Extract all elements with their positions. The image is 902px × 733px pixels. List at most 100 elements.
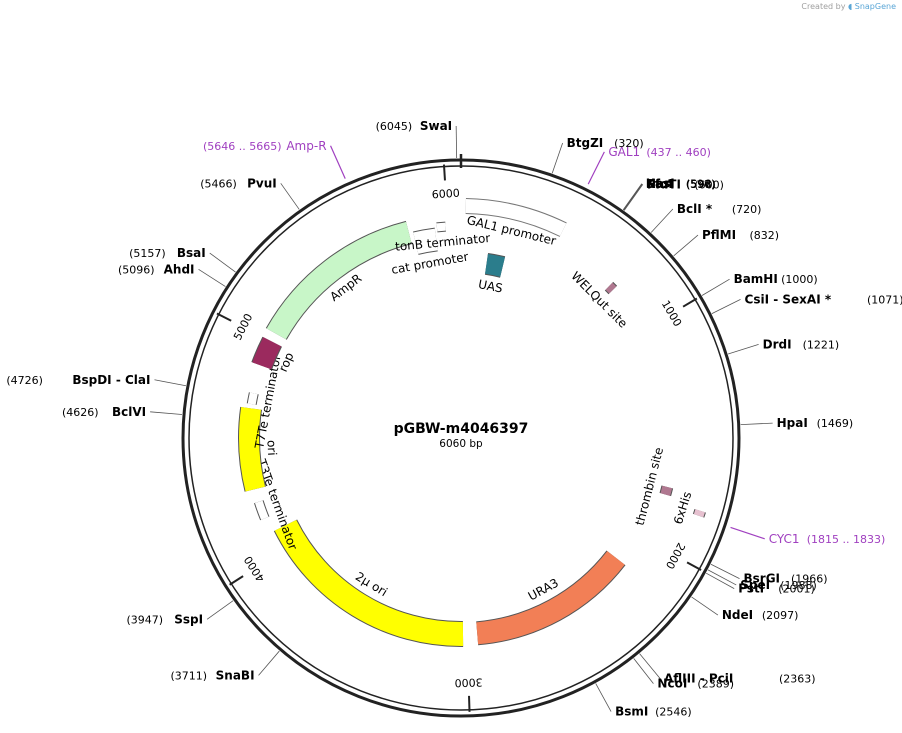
feature-ori[interactable]: ori — [238, 406, 279, 492]
restriction-site[interactable]: BtgZI(320) — [551, 136, 644, 174]
restriction-site[interactable]: SwaI(6045) — [376, 119, 458, 159]
restriction-site[interactable]: CsiI - SexAI *(1071) — [711, 292, 902, 314]
restriction-site[interactable]: BsaI(5157) — [129, 246, 236, 273]
site-leader — [727, 343, 759, 355]
feature-uas[interactable]: UAS — [477, 253, 506, 296]
feature-6xhis[interactable]: 6xHis — [671, 490, 706, 526]
restriction-site[interactable]: BclI * (720) — [650, 202, 762, 233]
site-name: SfoI — [646, 177, 673, 191]
site-name: PflMI — [702, 228, 736, 242]
restriction-site[interactable]: BamHI(1000) — [701, 272, 818, 296]
site-coord: (6045) — [376, 120, 413, 133]
site-coord: (1469) — [817, 417, 854, 430]
restriction-site[interactable]: NarI(597) — [623, 177, 716, 211]
feature-body — [413, 228, 438, 254]
ruler-tick — [442, 164, 446, 181]
site-name: NcoI — [657, 677, 687, 691]
primer-cyc1[interactable]: CYC1(1815 .. 1833) — [730, 526, 886, 546]
feature-body — [266, 221, 412, 340]
restriction-site[interactable]: DrdI(1221) — [727, 337, 839, 355]
site-leader — [639, 653, 661, 679]
site-coord: (3711) — [170, 669, 207, 682]
feature-tonb-terminator[interactable]: tonB terminator — [395, 221, 491, 254]
site-coord: (832) — [749, 229, 779, 242]
feature-label: UAS — [477, 277, 504, 295]
site-name: PluTI — [647, 177, 681, 191]
site-coord: (1071) — [867, 293, 902, 306]
site-leader — [551, 142, 564, 174]
feature-body — [605, 282, 617, 294]
feature-rop[interactable]: rop — [251, 336, 297, 374]
site-coord: (2001) — [778, 583, 815, 596]
site-coord: (4626) — [62, 406, 99, 419]
site-leader — [650, 208, 674, 233]
restriction-site[interactable]: SnaBI(3711) — [170, 650, 280, 682]
feature-body — [693, 509, 705, 518]
restriction-site[interactable]: PvuI(5466) — [200, 176, 300, 210]
site-name: SspI — [174, 612, 203, 626]
site-name: PstI — [738, 582, 764, 596]
site-coord: (4726) — [6, 374, 43, 387]
restriction-sites: SwaI(6045)BtgZI(320)KasI(596)NarI(597)Sf… — [6, 119, 902, 718]
site-coord: (600) — [694, 178, 724, 191]
site-coord: (2546) — [655, 706, 692, 719]
feature-label: 6xHis — [671, 490, 694, 526]
restriction-site[interactable]: SfoI(598) — [623, 177, 716, 211]
primer-amp-r[interactable]: Amp-R(5646 .. 5665) — [203, 139, 346, 179]
site-name: SpeI — [740, 578, 770, 592]
primer-gal1[interactable]: GAL1(437 .. 460) — [587, 145, 711, 185]
site-coord: (320) — [614, 137, 644, 150]
credit-prefix: Created by — [801, 2, 846, 11]
site-name: BsrGI — [744, 572, 781, 586]
feature-welqut-site[interactable]: WELQut site — [568, 269, 630, 331]
site-coord: (720) — [732, 203, 762, 216]
site-leader — [150, 411, 183, 415]
ruler-tick — [216, 312, 232, 322]
site-leader — [740, 422, 773, 426]
restriction-site[interactable]: BclVI(4626) — [62, 405, 183, 419]
restriction-site[interactable]: BsmI(2546) — [595, 683, 692, 719]
site-coord: (1000) — [781, 273, 818, 286]
primer-coord: (1815 .. 1833) — [807, 533, 886, 546]
site-name: HpaI — [777, 416, 808, 430]
restriction-site[interactable]: AhdI(5096) — [118, 262, 226, 287]
feature-body — [476, 551, 625, 645]
site-name: BclI * — [677, 202, 713, 216]
restriction-site[interactable]: PluTI (600) — [623, 177, 724, 211]
restriction-site[interactable]: NcoI(2389) — [633, 658, 734, 691]
feature-label: WELQut site — [568, 269, 630, 331]
restriction-site[interactable]: PstI (2001) — [706, 572, 815, 596]
site-coord: (596) — [686, 178, 716, 191]
restriction-site[interactable]: AflIII - PciI(2363) — [639, 653, 816, 686]
feature-body — [252, 337, 282, 370]
restriction-site[interactable]: BspDI - ClaI(4726) — [6, 373, 186, 387]
restriction-site[interactable]: NdeI(2097) — [691, 596, 799, 622]
feature-body — [660, 485, 673, 496]
feature-ampr[interactable]: AmpR — [265, 220, 412, 340]
snapgene-logo: ◖ SnapGene — [847, 2, 896, 11]
feature-ura3[interactable]: URA3 — [476, 550, 626, 646]
restriction-site[interactable]: BsrGI(1966) — [710, 563, 828, 586]
site-coord: (3947) — [126, 613, 163, 626]
restriction-site[interactable]: SspI (3947) — [126, 600, 234, 627]
ruler-tick-label: 3000 — [454, 675, 482, 689]
feature-thrombin-site[interactable]: thrombin site — [633, 446, 674, 527]
restriction-site[interactable]: HpaI (1469) — [740, 416, 854, 430]
site-coord: (1988) — [780, 579, 817, 592]
ruler-tick-label: 2000 — [663, 540, 688, 571]
feature-2-ori[interactable]: 2μ ori — [273, 519, 464, 648]
restriction-site[interactable]: SpeI (1988) — [707, 569, 817, 592]
feature-body — [465, 199, 567, 237]
site-name: NarI — [646, 177, 675, 191]
site-leader — [206, 600, 234, 620]
site-name: BamHI — [734, 272, 778, 286]
restriction-site[interactable]: PflMI (832) — [673, 228, 779, 257]
primer-coord: (5646 .. 5665) — [203, 140, 282, 153]
site-leader — [595, 683, 612, 712]
site-leader — [633, 658, 654, 684]
feature-body — [254, 500, 269, 520]
ruler-tick-label: 4000 — [242, 554, 268, 585]
site-name: NdeI — [722, 608, 753, 622]
